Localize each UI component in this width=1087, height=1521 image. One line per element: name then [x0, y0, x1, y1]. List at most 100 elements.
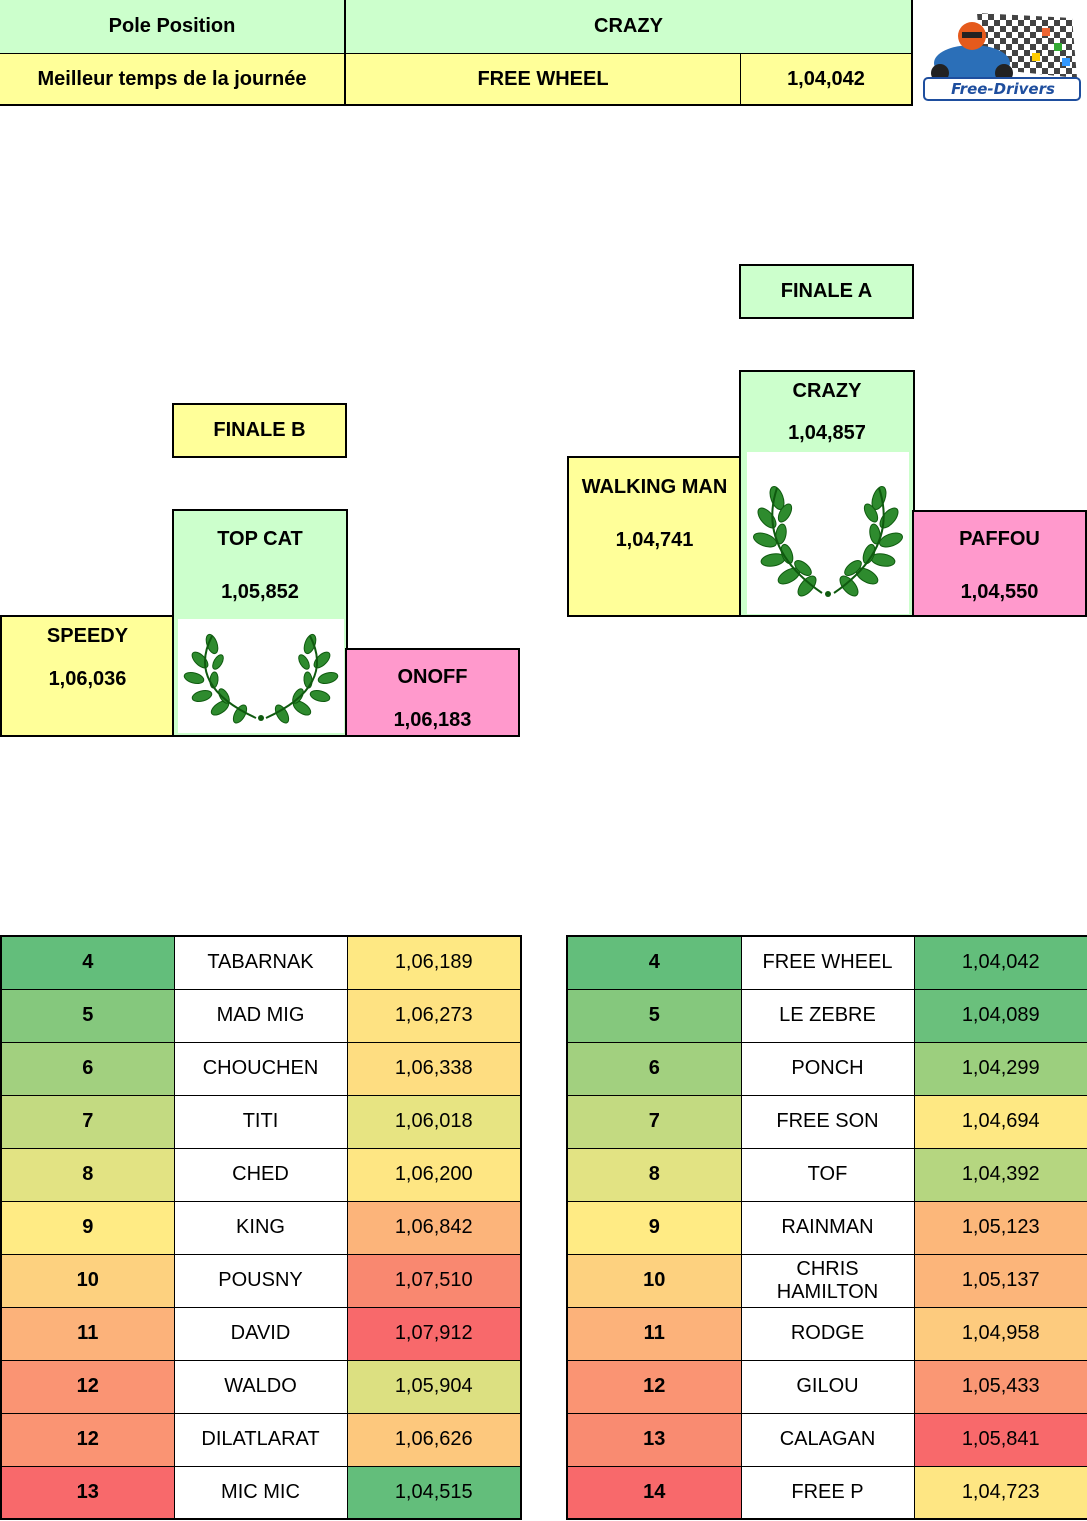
- driver-name-cell: MIC MIC: [173, 1465, 348, 1520]
- lap-time-cell: 1,06,626: [346, 1412, 522, 1467]
- finale-b-second-place: SPEEDY 1,06,036: [0, 615, 175, 737]
- driver-name-cell: FREE SON: [740, 1094, 915, 1149]
- rank-cell: 11: [566, 1306, 742, 1361]
- rank-cell: 12: [0, 1412, 175, 1467]
- driver-name-cell: FREE WHEEL: [740, 935, 915, 990]
- driver-name-cell: CHED: [173, 1147, 348, 1202]
- driver-name-cell: LE ZEBRE: [740, 988, 915, 1043]
- lap-time-cell: 1,05,841: [913, 1412, 1087, 1467]
- rank-cell: 14: [566, 1465, 742, 1520]
- rank-cell: 8: [566, 1147, 742, 1202]
- pole-position-label: Pole Position: [0, 0, 346, 54]
- rank-cell: 13: [566, 1412, 742, 1467]
- finale-b-third-place: ONOFF 1,06,183: [345, 648, 520, 737]
- logo-text: Free-Drivers: [951, 80, 1055, 98]
- driver-name-cell: CHRIS HAMILTON: [740, 1253, 915, 1308]
- rank-cell: 6: [0, 1041, 175, 1096]
- driver-name-cell: TABARNAK: [173, 935, 348, 990]
- lap-time-cell: 1,06,842: [346, 1200, 522, 1255]
- best-time-label: Meilleur temps de la journée: [0, 54, 346, 106]
- podium-name: PAFFOU: [959, 528, 1040, 550]
- rank-cell: 9: [0, 1200, 175, 1255]
- rank-cell: 11: [0, 1306, 175, 1361]
- lap-time-cell: 1,04,723: [913, 1465, 1087, 1520]
- podium-time: 1,06,183: [393, 709, 472, 731]
- rank-cell: 13: [0, 1465, 175, 1520]
- lap-time-cell: 1,07,912: [346, 1306, 522, 1361]
- finale-a-second-place: WALKING MAN 1,04,741: [567, 456, 742, 617]
- lap-time-cell: 1,05,433: [913, 1359, 1087, 1414]
- rank-cell: 7: [0, 1094, 175, 1149]
- rank-cell: 6: [566, 1041, 742, 1096]
- podium-name: ONOFF: [397, 666, 468, 688]
- podium-name: SPEEDY: [46, 625, 129, 647]
- driver-name-cell: PONCH: [740, 1041, 915, 1096]
- rank-cell: 10: [566, 1253, 742, 1308]
- lap-time-cell: 1,06,189: [346, 935, 522, 990]
- rank-cell: 10: [0, 1253, 175, 1308]
- driver-name-cell: TOF: [740, 1147, 915, 1202]
- rank-cell: 5: [566, 988, 742, 1043]
- podium-time: 1,04,550: [960, 581, 1039, 603]
- driver-name-cell: GILOU: [740, 1359, 915, 1414]
- lap-time-cell: 1,04,392: [913, 1147, 1087, 1202]
- rank-cell: 7: [566, 1094, 742, 1149]
- rank-cell: 4: [0, 935, 175, 990]
- lap-time-cell: 1,06,200: [346, 1147, 522, 1202]
- podium-name: CRAZY: [792, 380, 862, 402]
- lap-time-cell: 1,06,273: [346, 988, 522, 1043]
- driver-name-cell: WALDO: [173, 1359, 348, 1414]
- driver-name-cell: KING: [173, 1200, 348, 1255]
- lap-time-cell: 1,05,137: [913, 1253, 1087, 1308]
- pole-position-name: CRAZY: [346, 0, 913, 54]
- rank-cell: 5: [0, 988, 175, 1043]
- lap-time-cell: 1,07,510: [346, 1253, 522, 1308]
- podium-time: 1,06,036: [48, 668, 127, 690]
- rank-cell: 4: [566, 935, 742, 990]
- driver-name-cell: POUSNY: [173, 1253, 348, 1308]
- lap-time-cell: 1,04,089: [913, 988, 1087, 1043]
- podium-time: 1,04,741: [615, 529, 694, 551]
- driver-name-cell: CHOUCHEN: [173, 1041, 348, 1096]
- driver-name-cell: MAD MIG: [173, 988, 348, 1043]
- finale-a-first-place: CRAZY 1,04,857: [739, 370, 915, 617]
- rank-cell: 9: [566, 1200, 742, 1255]
- lap-time-cell: 1,06,018: [346, 1094, 522, 1149]
- laurel-wreath-icon: [747, 452, 909, 614]
- finale-b-title: FINALE B: [172, 403, 347, 458]
- driver-name-cell: RAINMAN: [740, 1200, 915, 1255]
- lap-time-cell: 1,04,958: [913, 1306, 1087, 1361]
- rank-cell: 12: [566, 1359, 742, 1414]
- best-time-name: FREE WHEEL: [346, 54, 741, 106]
- lap-time-cell: 1,04,694: [913, 1094, 1087, 1149]
- driver-name-cell: RODGE: [740, 1306, 915, 1361]
- lap-time-cell: 1,04,515: [346, 1465, 522, 1520]
- podium-name: TOP CAT: [217, 528, 303, 550]
- driver-name-cell: DILATLARAT: [173, 1412, 348, 1467]
- podium-time: 1,05,852: [221, 581, 299, 603]
- finale-b-first-place: TOP CAT 1,05,852: [172, 509, 348, 737]
- laurel-wreath-icon: [178, 619, 344, 733]
- driver-name-cell: TITI: [173, 1094, 348, 1149]
- best-time-value: 1,04,042: [741, 54, 913, 106]
- lap-time-cell: 1,04,042: [913, 935, 1087, 990]
- lap-time-cell: 1,05,904: [346, 1359, 522, 1414]
